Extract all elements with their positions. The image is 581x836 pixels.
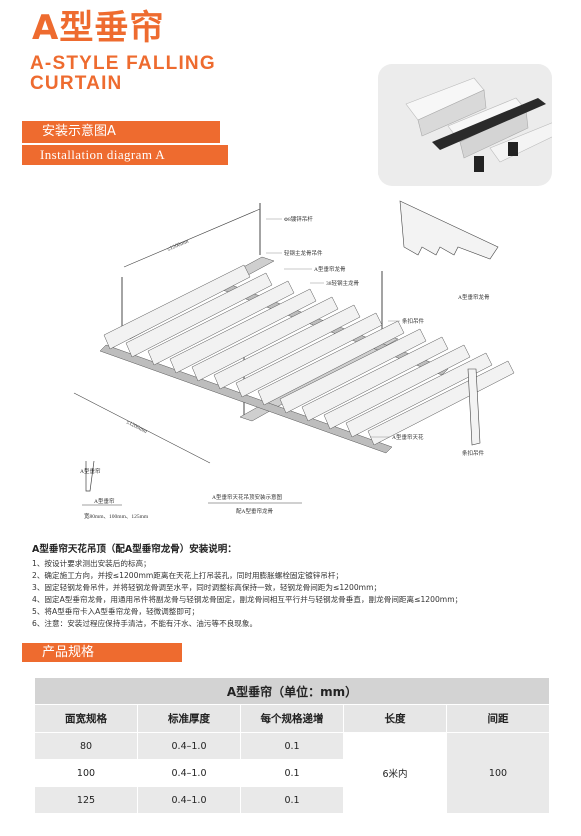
- install-section-banner: [22, 121, 220, 143]
- table-cell: 125: [34, 786, 138, 814]
- side-clip-label: 条扣吊件: [462, 449, 485, 457]
- spec-table: A型垂帘（单位：mm） 面宽规格 标准厚度 每个规格递增 长度 间距 80 0.…: [34, 677, 550, 814]
- curtain-strip: [257, 320, 405, 406]
- curtain-strip: [367, 360, 515, 446]
- table-cell-length: 6米内: [343, 732, 447, 814]
- callout-main-hanger: 轻钢主龙骨吊件: [284, 249, 323, 257]
- table-cell: 0.4–1.0: [137, 786, 241, 814]
- column-header: 面宽规格: [34, 704, 138, 733]
- page-subtitle: A-STYLE FALLING CURTAIN: [30, 54, 216, 94]
- spec-section-banner: [22, 643, 182, 662]
- curtain-strip: [213, 304, 361, 390]
- profile-side-text: A型垂帘: [80, 467, 101, 475]
- note-item: 5、将A型垂帘卡入A型垂帘龙骨，轻微调整即可；: [32, 607, 200, 616]
- curtain-strip: [103, 264, 251, 350]
- callout-a-keel: A型垂帘龙骨: [314, 265, 346, 273]
- table-row: 100 0.4–1.0 0.1: [34, 759, 550, 787]
- profile-sizes: 宽80mm、100mm、125mm: [84, 512, 149, 520]
- profile-label: A型垂帘: [94, 497, 115, 505]
- curtain-strip: [125, 272, 273, 358]
- page-title: A型垂帘: [32, 8, 165, 48]
- table-cell: 100: [34, 759, 138, 787]
- note-item: 1、按设计要求测出安装后的标高；: [32, 559, 151, 568]
- column-header: 标准厚度: [137, 704, 241, 733]
- table-cell: 0.4–1.0: [137, 732, 241, 760]
- callout-a-curtain: A型垂帘天花: [392, 433, 424, 441]
- table-row: 80 0.4–1.0 0.1 6米内 100: [34, 732, 550, 814]
- column-header: 长度: [343, 704, 447, 733]
- notes-title: A型垂帘天花吊顶（配A型垂帘龙骨）安装说明：: [32, 544, 237, 555]
- side-keel-label: A型垂帘龙骨: [458, 293, 490, 301]
- install-section-en-banner: [22, 145, 228, 165]
- callout-clip-hanger: 条扣吊件: [402, 317, 425, 325]
- callout-main-keel: 38轻钢主龙骨: [326, 279, 360, 287]
- table-cell: 0.1: [240, 759, 344, 787]
- table-row: 125 0.4–1.0 0.1: [34, 786, 550, 814]
- dimension-top: ≤1200mm: [166, 238, 190, 253]
- dimension-bottom: ≤1200mm: [125, 419, 148, 435]
- table-cell-spacing: 100: [446, 732, 550, 814]
- table-cell: 0.1: [240, 732, 344, 760]
- column-header: 间距: [446, 704, 550, 733]
- table-cell: 0.4–1.0: [137, 759, 241, 787]
- curtain-strip: [191, 296, 339, 382]
- curtain-strip: [147, 280, 295, 366]
- curtain-strip: [169, 288, 317, 374]
- curtain-strip: [279, 328, 427, 414]
- note-item: 4、固定A型垂帘龙骨，用通用吊件将副龙骨与轻钢龙骨固定，副龙骨间相互平行并与轻钢…: [32, 595, 463, 604]
- table-cell: 80: [34, 732, 138, 760]
- table-cell: 0.1: [240, 786, 344, 814]
- product-photo-illustration: [360, 77, 555, 176]
- installation-diagram: Φ8镀锌吊杆 轻钢主龙骨吊件 A型垂帘龙骨 38轻钢主龙骨 条扣吊件 A型垂帘天…: [73, 200, 515, 520]
- install-section-title: 安装示意图A: [42, 124, 116, 139]
- subtitle-line-2: CURTAIN: [30, 73, 123, 94]
- spec-table-title: A型垂帘（单位：mm）: [34, 677, 550, 705]
- diagram-caption-sub: 配A型垂帘龙骨: [236, 507, 273, 515]
- diagram-caption: A型垂帘天花吊顶安装示意图: [212, 493, 282, 501]
- note-item: 3、固定轻钢龙骨吊件，并将轻钢龙骨调至水平，同时调整标高保持一致，轻钢龙骨间距为…: [32, 583, 382, 592]
- curtain-strip: [323, 344, 471, 430]
- note-item: 2、确定施工方向，并按≤1200mm距离在天花上打吊装孔，同时用膨胀螺栓固定镀锌…: [32, 571, 344, 580]
- column-header: 每个规格递增: [240, 704, 344, 733]
- product-photo: [360, 64, 555, 186]
- curtain-strip: [301, 336, 449, 422]
- curtain-strip: [345, 352, 493, 438]
- curtain-strip: [235, 312, 383, 398]
- note-item: 6、注意：安装过程应保持手清洁，不能有汗水、油污等不良现象。: [32, 619, 258, 628]
- callout-rod: Φ8镀锌吊杆: [284, 215, 313, 223]
- spec-section-title: 产品规格: [42, 645, 95, 660]
- subtitle-line-1: A-STYLE FALLING: [30, 53, 216, 74]
- install-section-title-en: Installation diagram A: [40, 147, 166, 162]
